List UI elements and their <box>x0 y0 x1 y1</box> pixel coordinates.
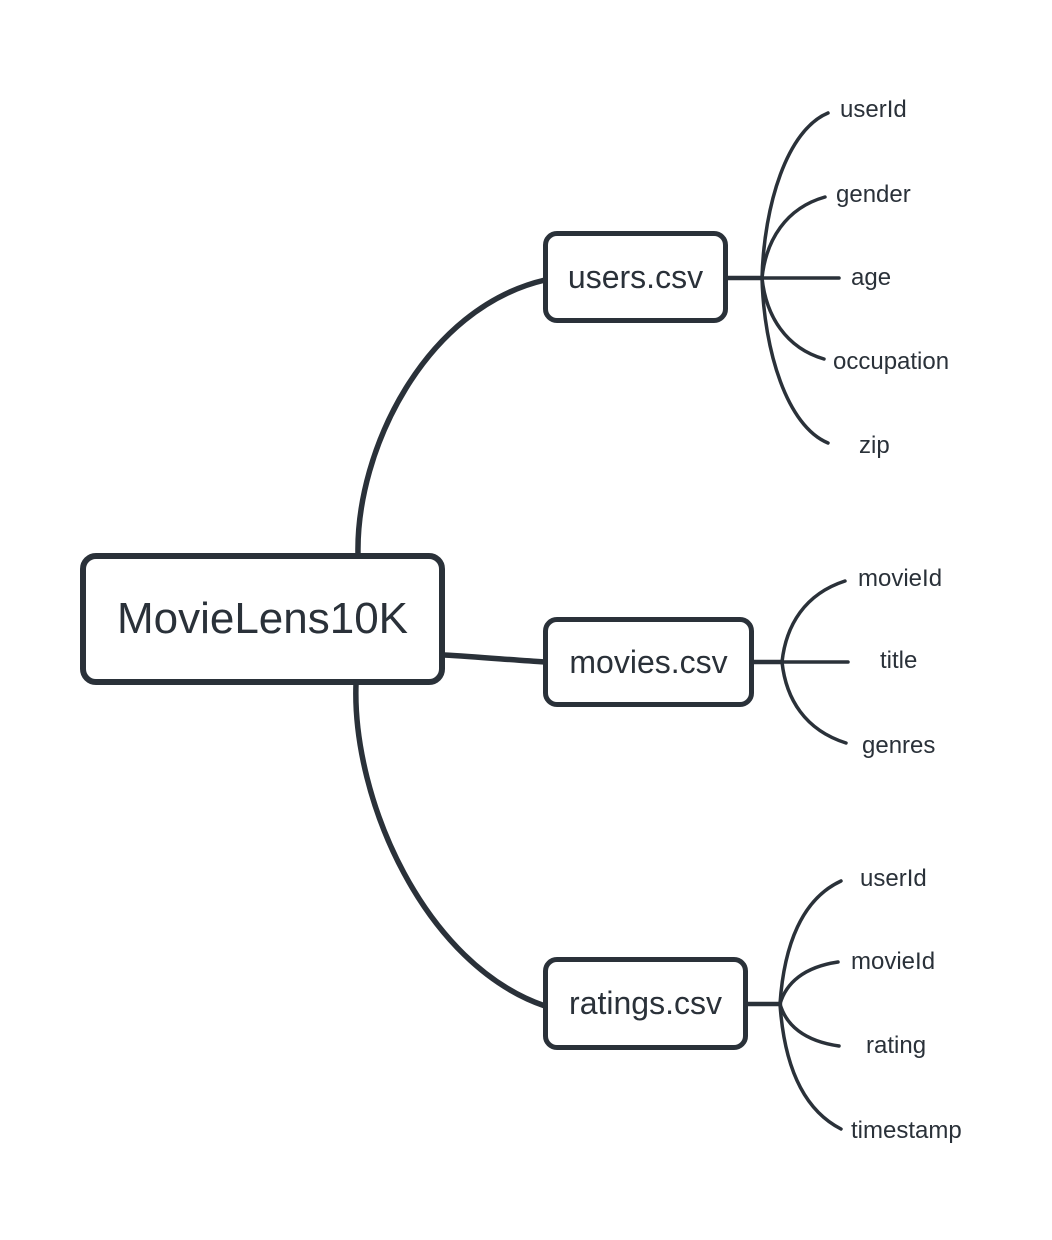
leaf-ratings-rating: rating <box>866 1032 927 1059</box>
edge-root-movies <box>441 652 548 665</box>
movies-csv-label: movies.csv <box>569 643 728 680</box>
leaf-ratings-userid: userId <box>860 865 927 892</box>
edge-ratings-rating <box>778 1002 841 1048</box>
leaf-ratings-movieid: movieId <box>851 948 936 975</box>
leaf-movies-title: title <box>880 647 918 674</box>
node-ratings-csv: ratings.csv <box>543 957 748 1050</box>
leaf-users-age: age <box>851 264 892 291</box>
users-csv-label: users.csv <box>567 258 704 295</box>
leaf-users-occupation: occupation <box>833 348 950 375</box>
node-users-csv: users.csv <box>543 231 728 323</box>
leaf-users-gender: gender <box>836 181 911 208</box>
leaf-users-zip: zip <box>859 432 890 459</box>
node-movies-csv: movies.csv <box>543 617 754 707</box>
edge-ratings-userid <box>778 879 843 1006</box>
edge-movies-genres <box>780 660 848 745</box>
leaf-movies-genres: genres <box>862 732 936 759</box>
edge-root-ratings <box>353 681 548 1009</box>
leaf-users-userid: userId <box>840 96 907 123</box>
root-label: MovieLens10K <box>116 594 409 643</box>
edge-movies-movieid <box>780 579 847 664</box>
ratings-csv-label: ratings.csv <box>569 985 722 1021</box>
edge-ratings-timestamp <box>778 1002 843 1131</box>
edge-root-users <box>355 277 548 557</box>
edge-users-userid <box>760 111 830 280</box>
edge-users-zip <box>760 276 830 445</box>
node-root-movielens10k: MovieLens10K <box>80 553 445 685</box>
edge-users-gender <box>760 195 827 280</box>
leaf-ratings-timestamp: timestamp <box>851 1117 962 1144</box>
leaf-movies-movieid: movieId <box>858 565 943 592</box>
edge-ratings-movieid <box>778 960 840 1006</box>
